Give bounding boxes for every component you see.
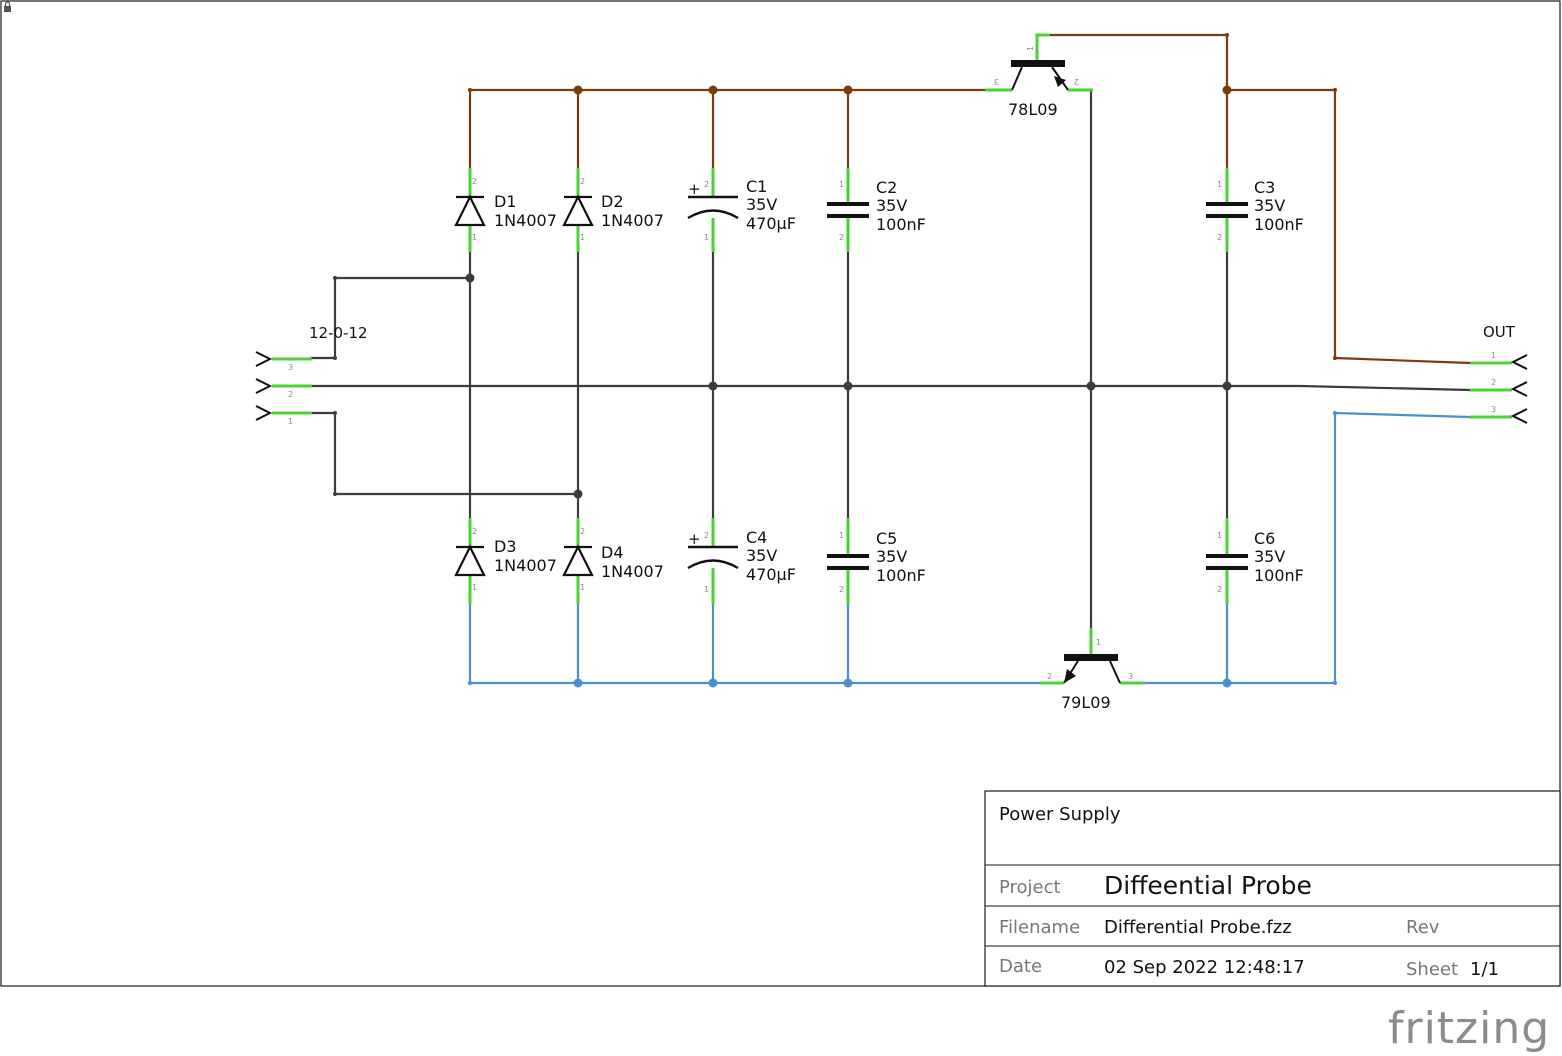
pin-number: 3: [1128, 672, 1133, 681]
capacitor-c4-ref: C4: [746, 528, 767, 547]
regulator-78l09[interactable]: 3 1 2 78L09: [985, 33, 1093, 119]
pin-number: 1: [472, 583, 477, 592]
pin-number: 2: [472, 527, 477, 536]
capacitor-c5[interactable]: 1 2 C5 35V 100nF: [827, 518, 926, 604]
capacitor-c4[interactable]: + 2 1 C4 35V 470µF: [687, 518, 796, 604]
capacitor-c1-value: 470µF: [746, 214, 796, 233]
capacitor-c5-value: 100nF: [876, 566, 926, 585]
output-connector-label: OUT: [1483, 323, 1516, 341]
capacitor-c2-voltage: 35V: [876, 196, 907, 215]
output-pin-2: 2: [1491, 378, 1496, 387]
polarity-plus: +: [688, 180, 701, 198]
capacitor-c5-voltage: 35V: [876, 547, 907, 566]
capacitor-c3-voltage: 35V: [1254, 196, 1285, 215]
capacitor-c6[interactable]: 1 2 C6 35V 100nF: [1206, 518, 1304, 604]
capacitor-c2-ref: C2: [876, 178, 897, 197]
capacitor-c4-voltage: 35V: [746, 546, 777, 565]
capacitor-c2[interactable]: 1 2 C2 35V 100nF: [827, 168, 926, 252]
capacitor-c6-value: 100nF: [1254, 566, 1304, 585]
polarity-plus: +: [688, 530, 701, 548]
input-pin-2: 2: [288, 390, 293, 399]
pin-number: 1: [580, 233, 585, 242]
diode-d3-ref: D3: [494, 537, 517, 556]
regulator-79l09[interactable]: 1 2 3 79L09: [1040, 628, 1145, 712]
capacitor-c6-voltage: 35V: [1254, 547, 1285, 566]
output-pin-3: 3: [1491, 405, 1496, 414]
pin-number: 1: [704, 585, 709, 594]
project-value: Diffeential Probe: [1104, 871, 1312, 900]
pin-number: 2: [1217, 585, 1222, 594]
title-block: Power Supply Project Diffeential Probe F…: [984, 790, 1561, 987]
pin-number: 1: [704, 233, 709, 242]
pin-number: 1: [580, 583, 585, 592]
regulator-79l09-bar: [1064, 654, 1118, 661]
diode-d3[interactable]: 2 1 D3 1N4007: [454, 518, 557, 604]
diode-d1-value: 1N4007: [494, 211, 557, 230]
pin-number: 1: [839, 531, 844, 540]
fritzing-logo: fritzing: [1388, 1003, 1550, 1054]
capacitor-c3[interactable]: 1 2 C3 35V 100nF: [1206, 168, 1304, 252]
capacitor-c1-ref: C1: [746, 177, 767, 196]
input-pin-1: 1: [288, 417, 293, 426]
pin-number: 1: [839, 180, 844, 189]
filename-label: Filename: [999, 917, 1080, 938]
diode-d4-value: 1N4007: [601, 562, 664, 581]
capacitor-c4-value: 470µF: [746, 565, 796, 584]
diode-d2-value: 1N4007: [601, 211, 664, 230]
capacitor-c6-ref: C6: [1254, 529, 1275, 548]
lock-icon: [4, 1, 11, 12]
project-label: Project: [999, 877, 1061, 898]
date-label: Date: [999, 956, 1042, 977]
regulator-78l09-label: 78L09: [1008, 100, 1058, 119]
pin-number: 1: [1026, 46, 1035, 51]
pin-number: 2: [1217, 233, 1222, 242]
filename-value: Differential Probe.fzz: [1104, 917, 1292, 938]
diode-d1-ref: D1: [494, 192, 517, 211]
capacitor-c3-ref: C3: [1254, 178, 1275, 197]
input-pin-3: 3: [288, 363, 293, 372]
junction-dots: [333, 33, 1337, 688]
capacitor-c3-value: 100nF: [1254, 215, 1304, 234]
diode-d2-ref: D2: [601, 192, 624, 211]
pin-number: 2: [580, 177, 585, 186]
pin-number: 1: [1217, 531, 1222, 540]
capacitor-c5-ref: C5: [876, 529, 897, 548]
capacitor-c2-value: 100nF: [876, 215, 926, 234]
sheet-title: Power Supply: [999, 804, 1121, 825]
diode-d1[interactable]: 2 1 D1 1N4007: [454, 168, 557, 252]
negative-rail-wires[interactable]: [468, 411, 1471, 685]
pin-number: 2: [839, 585, 844, 594]
input-connector-label: 12-0-12: [309, 324, 368, 342]
positive-rail-wires[interactable]: [468, 33, 1471, 365]
diode-d4-ref: D4: [601, 543, 624, 562]
diode-d4[interactable]: 2 1 D4 1N4007: [562, 518, 664, 604]
pin-number: 1: [1096, 638, 1101, 647]
sheet-value: 1/1: [1470, 959, 1499, 980]
pin-number: 2: [704, 531, 709, 540]
pin-number: 3: [994, 77, 999, 86]
pin-number: 2: [704, 180, 709, 189]
output-connector[interactable]: 1 2 3 OUT: [1470, 323, 1528, 424]
capacitor-c1-voltage: 35V: [746, 195, 777, 214]
capacitor-c1[interactable]: + 2 1 C1 35V 470µF: [687, 168, 796, 252]
pin-number: 2: [580, 527, 585, 536]
sheet-label: Sheet: [1406, 959, 1458, 980]
regulator-79l09-label: 79L09: [1061, 693, 1111, 712]
pin-number: 1: [472, 233, 477, 242]
sheet-frame: [0, 0, 1561, 987]
diode-d2[interactable]: 2 1 D2 1N4007: [562, 168, 664, 252]
date-value: 02 Sep 2022 12:48:17: [1104, 957, 1305, 978]
input-connector[interactable]: 3 2 1 12-0-12: [255, 324, 368, 426]
pin-number: 2: [839, 233, 844, 242]
rev-label: Rev: [1406, 917, 1440, 938]
pin-number: 1: [1217, 180, 1222, 189]
diode-d3-value: 1N4007: [494, 556, 557, 575]
pin-number: 2: [1074, 77, 1079, 86]
pin-number: 2: [1047, 672, 1052, 681]
output-pin-1: 1: [1491, 351, 1496, 360]
regulator-78l09-bar: [1011, 60, 1065, 67]
pin-number: 2: [472, 177, 477, 186]
